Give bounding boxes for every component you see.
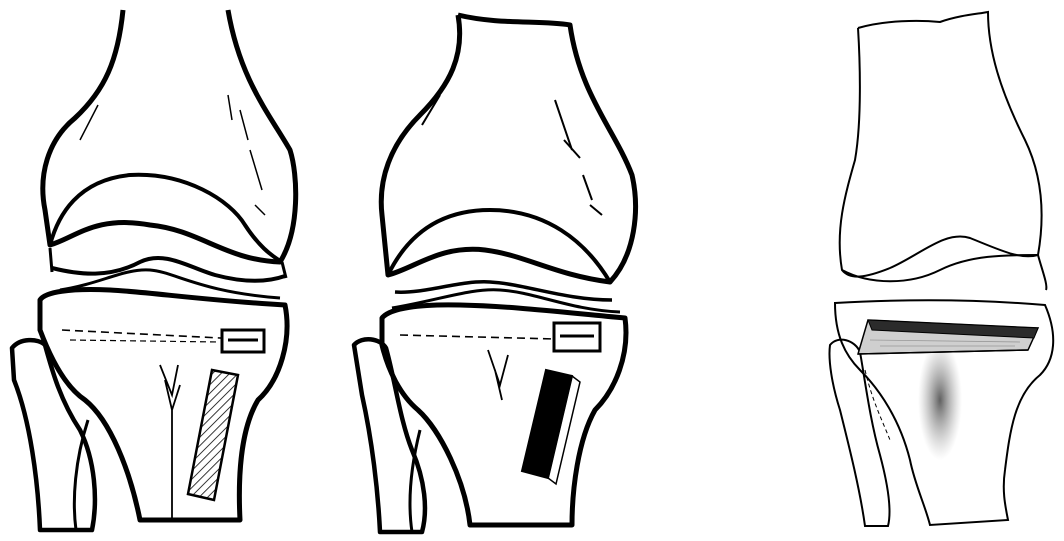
femur-shaft	[43, 10, 296, 262]
tibia	[40, 289, 287, 520]
femur-condyle-line	[50, 175, 282, 262]
panel-left-knee	[0, 0, 320, 541]
fibula	[829, 340, 889, 526]
fibula	[354, 339, 425, 532]
panel-right-knee	[810, 0, 1064, 541]
ligament-marks	[488, 350, 508, 400]
right-knee-drawing	[810, 0, 1064, 541]
femur-shading-marks	[80, 95, 265, 215]
solid-plate-implant	[522, 370, 572, 478]
middle-knee-drawing	[340, 0, 670, 541]
femur-shaft	[381, 15, 635, 282]
hatched-plate-implant	[188, 370, 238, 500]
left-knee-drawing	[0, 0, 320, 541]
bone-density-shadow	[918, 340, 962, 460]
ligament-marks	[160, 365, 180, 520]
femur-shaft	[840, 12, 1042, 277]
panel-middle-knee	[340, 0, 670, 541]
femur-articular-surface	[52, 258, 285, 281]
femur-condyle-line	[842, 255, 1038, 281]
femur-condyle-line	[388, 210, 610, 282]
femur-shading-marks	[422, 95, 602, 215]
